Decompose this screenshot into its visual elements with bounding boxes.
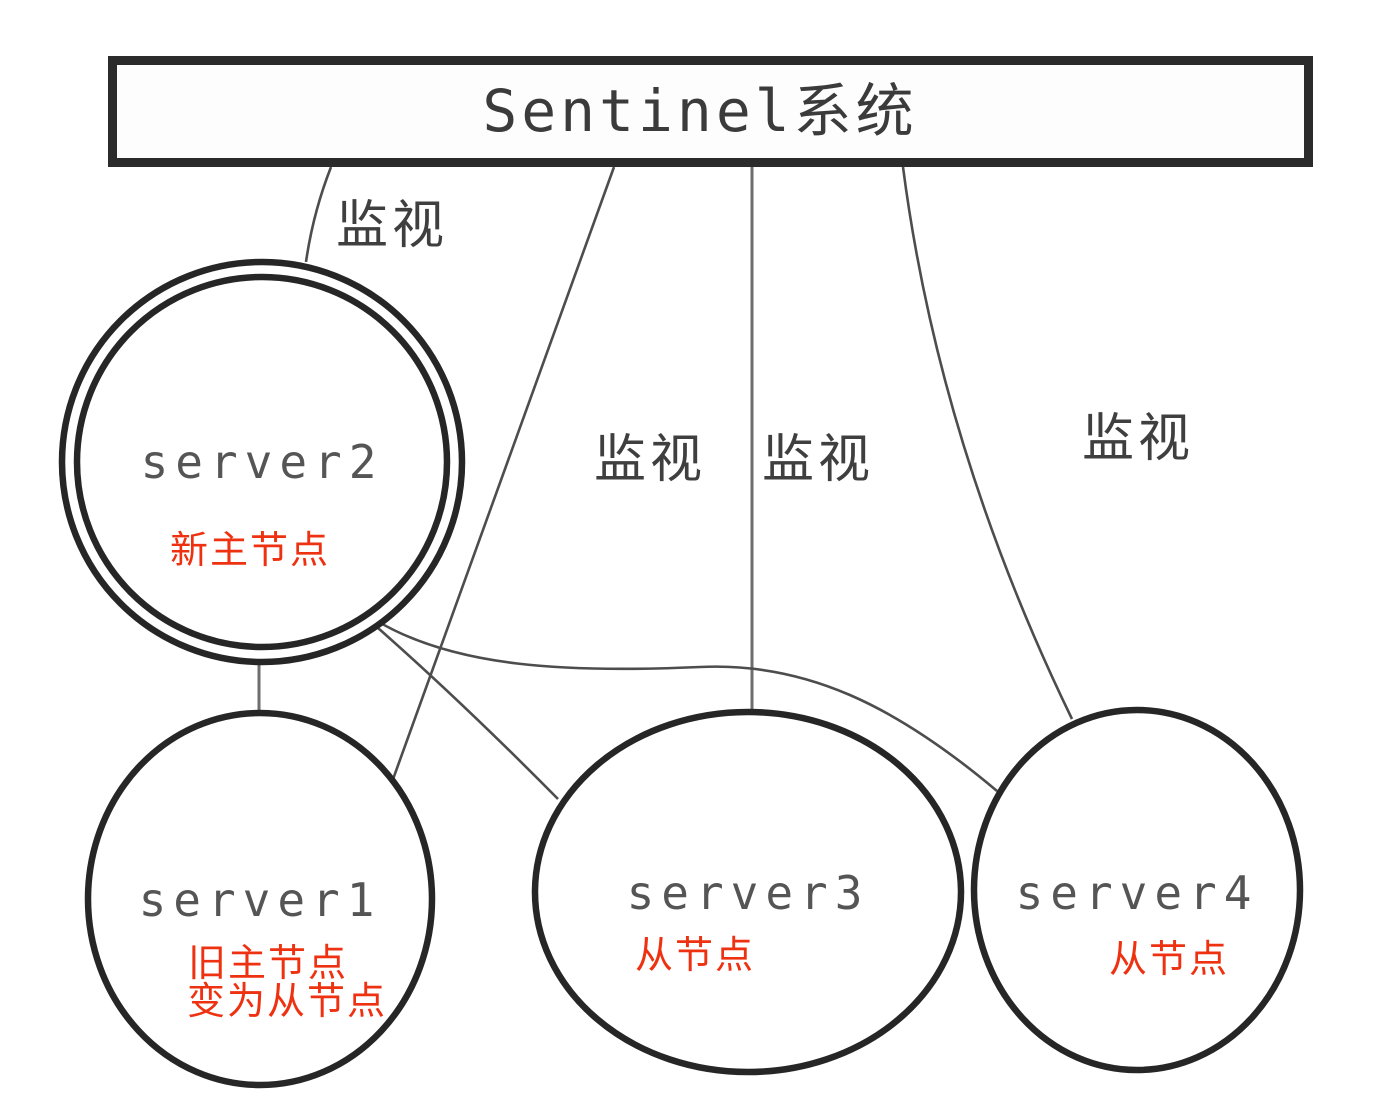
node-label-server4: server4	[1016, 866, 1259, 920]
node-circle-server4	[970, 706, 1304, 1074]
node-circle-server1	[84, 709, 436, 1089]
edge-server2-to-server4	[376, 619, 998, 792]
node-label-server3: server3	[627, 866, 870, 920]
node-annotation-server2: 新主节点	[170, 528, 330, 572]
node-circle-server2-inner	[73, 273, 451, 651]
edge-sentinel-to-server4	[901, 166, 1074, 720]
sentinel-system-box	[108, 56, 1313, 167]
monitor-label-server4: 监视	[1082, 409, 1194, 469]
node-annotation-server4: 从节点	[1109, 937, 1229, 981]
node-annotation-server3: 从节点	[635, 933, 755, 977]
node-label-server2: server2	[141, 435, 384, 489]
node-circle-server3	[531, 708, 965, 1076]
edge-server2-to-server3	[377, 627, 559, 800]
sentinel-system-title: Sentinel系统	[482, 77, 917, 145]
edge-sentinel-to-server2	[304, 166, 333, 263]
node-label-server1: server1	[139, 873, 382, 927]
node-annotation-server1-line1: 旧主节点	[188, 941, 348, 985]
monitor-label-server1: 监视	[594, 430, 706, 490]
edge-sentinel-to-server1	[390, 166, 616, 783]
node-circle-server2-outer	[58, 258, 466, 666]
node-annotation-server1-line2: 变为从节点	[187, 979, 387, 1023]
monitor-label-server2: 监视	[336, 196, 448, 256]
monitor-label-server3: 监视	[762, 430, 874, 490]
